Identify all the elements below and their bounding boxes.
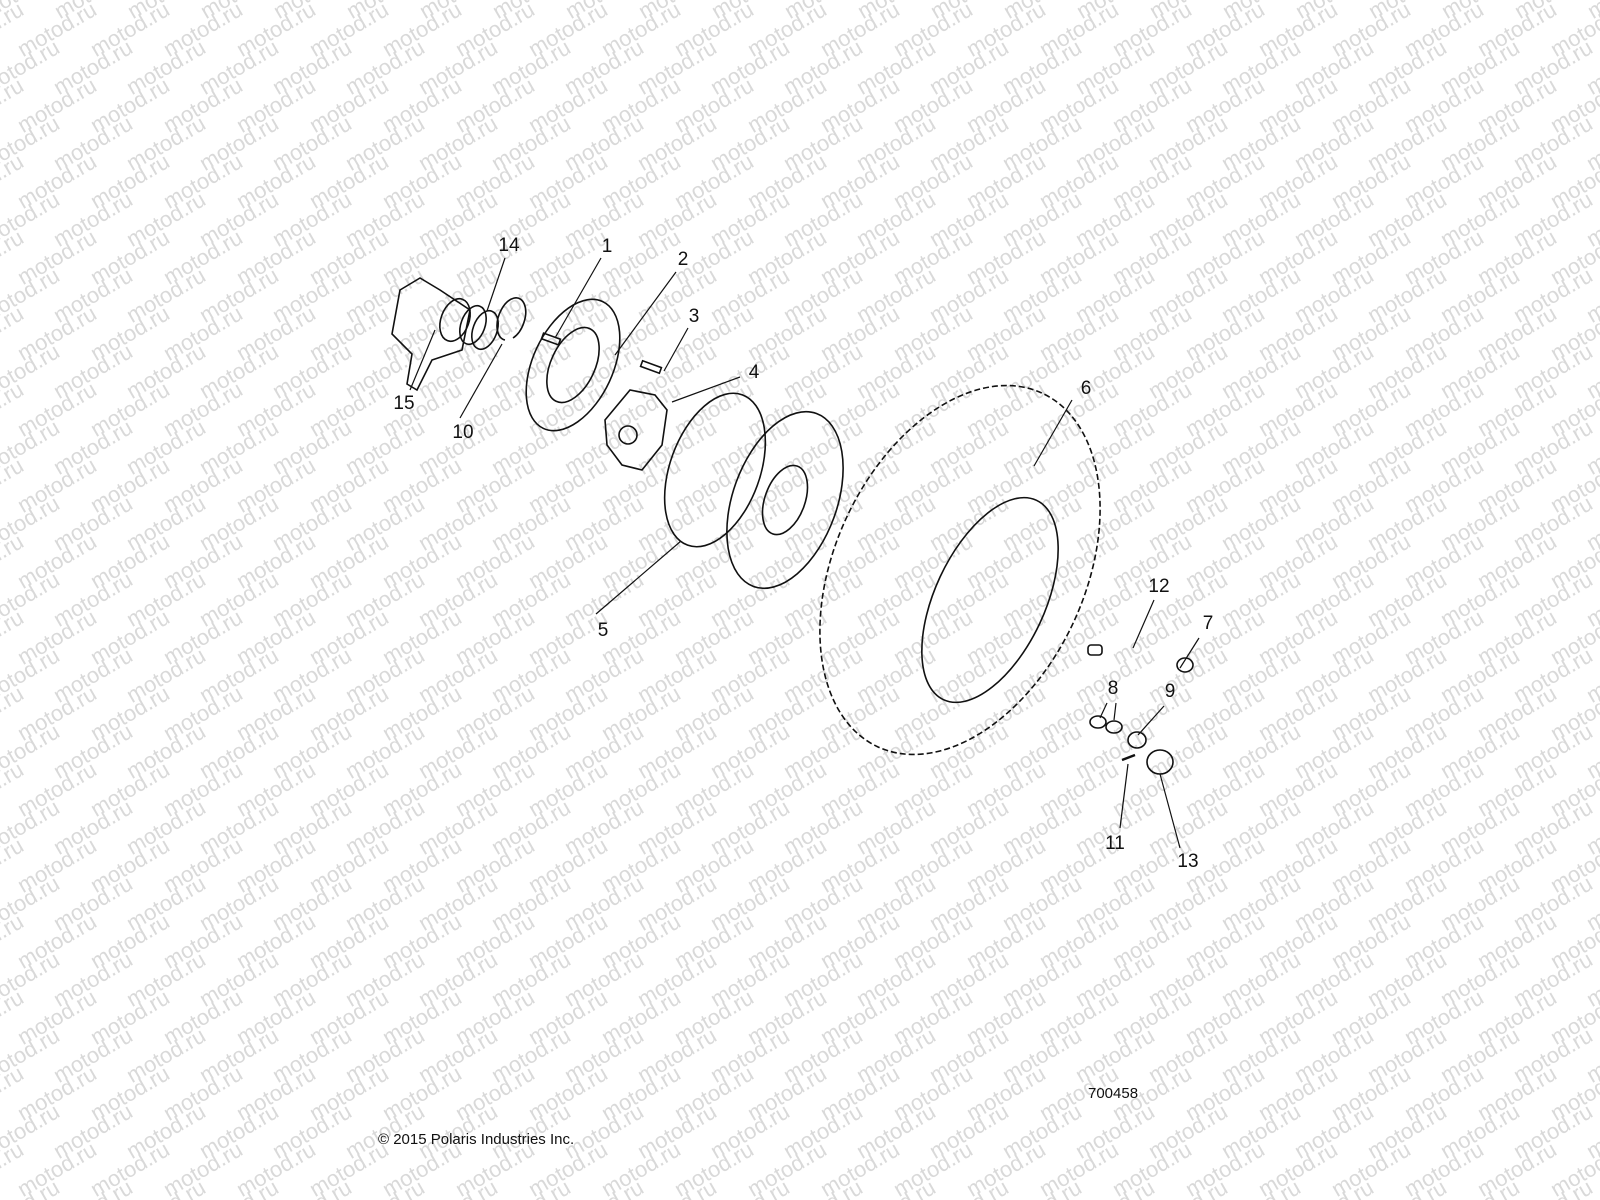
callout-10: 10 — [452, 422, 474, 443]
callout-4: 4 — [748, 362, 760, 383]
callout-15: 15 — [393, 393, 415, 414]
callout-13: 13 — [1177, 851, 1199, 872]
callout-7: 7 — [1202, 613, 1214, 634]
callout-5: 5 — [597, 620, 609, 641]
leader-lines — [409, 257, 1200, 849]
callout-2: 2 — [677, 249, 689, 270]
callout-1: 1 — [601, 236, 613, 257]
callout-14: 14 — [498, 235, 520, 256]
callout-12: 12 — [1148, 576, 1170, 597]
callout-3: 3 — [688, 306, 700, 327]
drawing-number: 700458 — [1088, 1085, 1139, 1102]
copyright: © 2015 Polaris Industries Inc. — [378, 1131, 575, 1148]
callout-8: 8 — [1107, 678, 1119, 699]
callout-11: 11 — [1105, 833, 1125, 854]
callout-6: 6 — [1080, 378, 1092, 399]
callout-9: 9 — [1164, 681, 1176, 702]
